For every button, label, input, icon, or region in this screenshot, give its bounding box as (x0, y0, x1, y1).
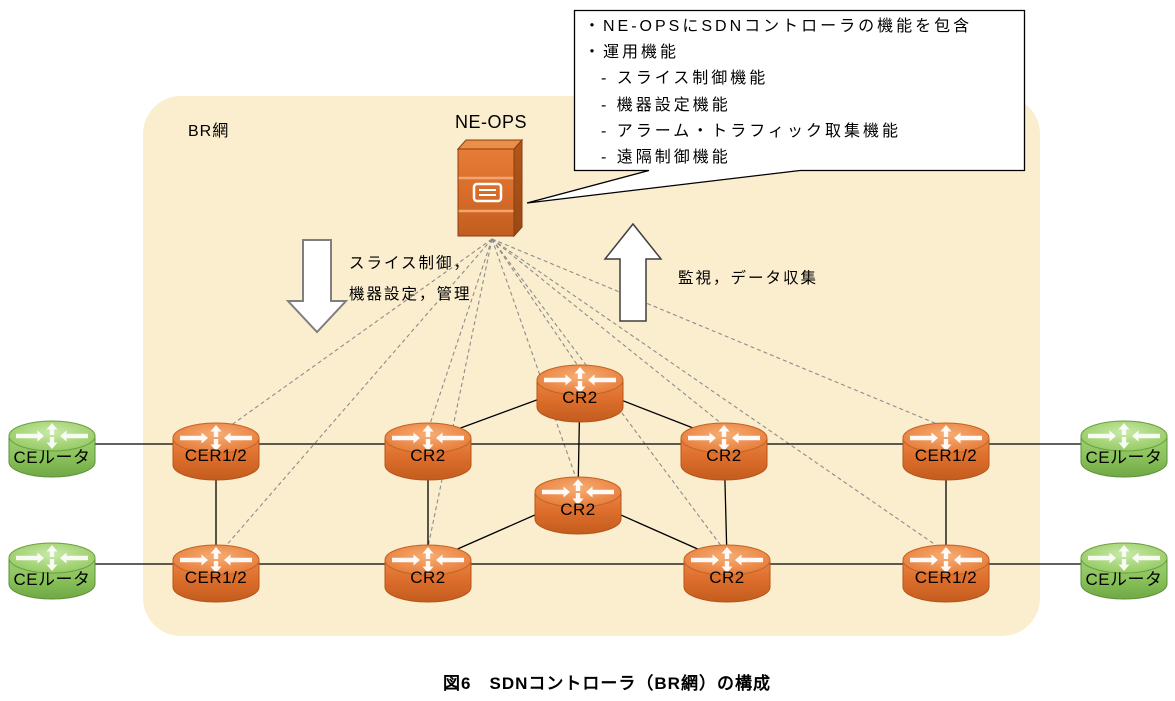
callout-line: - 遠隔制御機能 (601, 148, 731, 166)
down-flow-label: スライス制御， 機器設定，管理 (349, 248, 472, 310)
ce-router-label: CEルータ (13, 570, 91, 589)
callout-line: - アラーム・トラフィック取集機能 (601, 122, 901, 140)
cr-router-label: CR2 (560, 500, 596, 519)
down-flow-arrow (285, 239, 349, 334)
cr-router-label: CR2 (709, 568, 745, 587)
cr-router-label: CR2 (706, 446, 742, 465)
ce-router-label: CEルータ (1085, 448, 1163, 467)
callout-line: ・運用機能 (584, 44, 680, 62)
down-flow-label-line1: スライス制御， (349, 255, 472, 272)
cer-router-label: CER1/2 (914, 446, 978, 465)
control-links (223, 238, 943, 549)
controller-label: NE-OPS (454, 112, 528, 132)
callout-line: - 機器設定機能 (601, 96, 731, 114)
cer-router-label: CER1/2 (184, 446, 248, 465)
up-flow-label: 監視，データ収集 (678, 270, 819, 287)
callout-text: ・NE-OPSにSDNコントローラの機能を包含 ・運用機能 - スライス制御機能… (584, 14, 972, 171)
callout-line: ・NE-OPSにSDNコントローラの機能を包含 (584, 18, 973, 35)
cr-router-label: CR2 (562, 388, 598, 407)
callout-bubble (526, 9, 1026, 204)
ce-router-label: CEルータ (13, 448, 91, 467)
cer-router-label: CER1/2 (914, 568, 978, 587)
cr-router-label: CR2 (410, 446, 446, 465)
figure-caption: 図6 SDNコントローラ（BR網）の構成 (443, 674, 771, 693)
callout-line: - スライス制御機能 (601, 70, 769, 88)
cr-router-label: CR2 (410, 568, 446, 587)
ce-router-label: CEルータ (1085, 570, 1163, 589)
ne-ops-server-icon (456, 138, 524, 238)
down-flow-label-line2: 機器設定，管理 (349, 286, 472, 303)
up-flow-arrow (603, 222, 663, 322)
zone-label: BR網 (188, 123, 230, 140)
cer-router-label: CER1/2 (184, 568, 248, 587)
